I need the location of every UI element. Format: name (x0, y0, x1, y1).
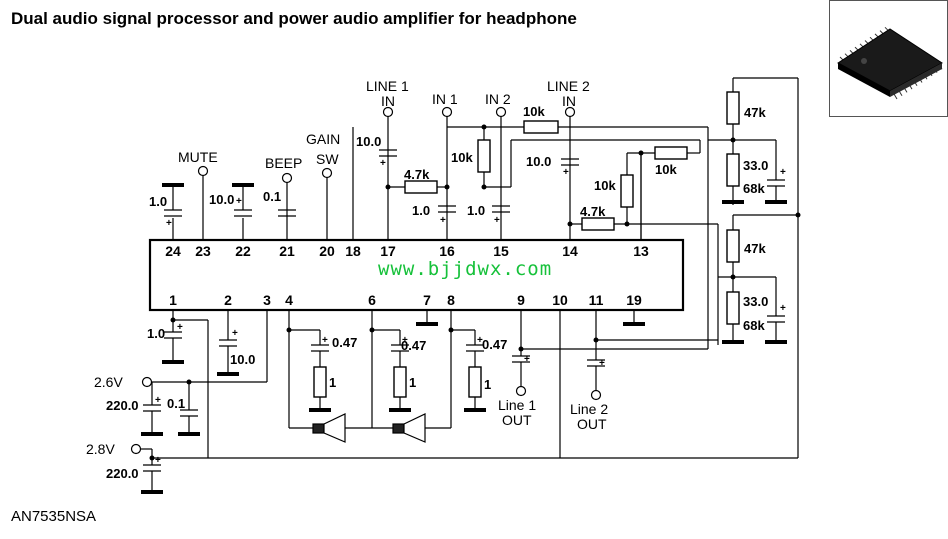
c-pin21-value: 0.1 (263, 189, 281, 204)
in2-label: IN 2 (485, 91, 511, 107)
pin-top-14: 14 (562, 243, 578, 259)
pin-top-15: 15 (493, 243, 509, 259)
svg-text:+: + (380, 158, 386, 169)
pin-top-18: 18 (345, 243, 361, 259)
terminal-circle-icon (130, 106, 602, 455)
svg-text:+: + (322, 335, 328, 346)
pin-top-21: 21 (279, 243, 295, 259)
line1-out-label-2: OUT (502, 412, 532, 428)
svg-text:+: + (780, 167, 786, 178)
line2-in-label: LINE 2 (547, 78, 590, 94)
r-68k-bot-value: 68k (743, 318, 765, 333)
c-220-b-value: 220.0 (106, 466, 139, 481)
pin-top-17: 17 (380, 243, 396, 259)
c-pin1-value: 1.0 (147, 326, 165, 341)
pin-bottom-10: 10 (552, 292, 568, 308)
speaker-icon (312, 413, 426, 443)
r-10k-a-value: 10k (451, 150, 473, 165)
r-10k-top-value: 10k (523, 104, 545, 119)
mute-label: MUTE (178, 149, 218, 165)
pin-bottom-2: 2 (224, 292, 232, 308)
r-47k-bot-value: 47k (744, 241, 766, 256)
svg-text:+: + (494, 215, 500, 226)
beep-label: BEEP (265, 155, 302, 171)
svg-text:+: + (599, 358, 605, 369)
pin-bottom-6: 6 (368, 292, 376, 308)
svg-text:+: + (563, 167, 569, 178)
r-10k-b-value: 10k (594, 178, 616, 193)
c-pin15-value: 1.0 (467, 203, 485, 218)
r-4k7-b-value: 4.7k (580, 204, 606, 219)
line1-out-label: Line 1 (498, 397, 536, 413)
line1-in-label: LINE 1 (366, 78, 409, 94)
pin-bottom-8: 8 (447, 292, 455, 308)
svg-text:+: + (177, 322, 183, 333)
c-line1-value: 10.0 (356, 134, 381, 149)
line2-out-label: Line 2 (570, 401, 608, 417)
svg-text:+: + (780, 303, 786, 314)
ground-bar-icon (141, 183, 787, 494)
polarity-marks: + + + + + + + + + + + + + + + + + (155, 158, 786, 466)
c-047-b-value: 0.47 (401, 338, 426, 353)
gain-sw-label: SW (316, 151, 339, 167)
c-220-a-value: 220.0 (106, 398, 139, 413)
c-line2-value: 10.0 (526, 154, 551, 169)
c-33-bot-value: 33.0 (743, 294, 768, 309)
line2-in-label-2: IN (562, 93, 576, 109)
pin-top-13: 13 (633, 243, 649, 259)
ic-body (148, 238, 685, 312)
svg-text:+: + (524, 354, 530, 365)
pin-bottom-4: 4 (285, 292, 293, 308)
r-1-a-value: 1 (329, 375, 336, 390)
r-1-c-value: 1 (484, 377, 491, 392)
resistors (313, 91, 740, 398)
chip-package-icon (837, 26, 943, 100)
line2-out-label-2: OUT (577, 416, 607, 432)
pin-top-24: 24 (165, 243, 181, 259)
c-pin22-value: 10.0 (209, 192, 234, 207)
r-47k-top-value: 47k (744, 105, 766, 120)
c-33-top-value: 33.0 (743, 158, 768, 173)
c-01-b-value: 0.1 (167, 396, 185, 411)
r-4k7-a-value: 4.7k (404, 167, 430, 182)
c-047-a-value: 0.47 (332, 335, 357, 350)
pin-top-20: 20 (319, 243, 335, 259)
page-title: Dual audio signal processor and power au… (11, 9, 577, 28)
watermark-text: www.bjjdwx.com (378, 258, 553, 280)
svg-text:+: + (155, 455, 161, 466)
pin-bottom-7: 7 (423, 292, 431, 308)
v26-label: 2.6V (94, 374, 123, 390)
in1-label: IN 1 (432, 91, 458, 107)
svg-text:+: + (477, 335, 483, 346)
line1-in-label-2: IN (381, 93, 395, 109)
svg-text:+: + (440, 215, 446, 226)
svg-text:+: + (155, 395, 161, 406)
svg-text:+: + (402, 335, 408, 346)
pin-bottom-11: 11 (589, 292, 604, 308)
pin-bottom-19: 19 (626, 292, 642, 308)
c-pin16-value: 1.0 (412, 203, 430, 218)
c-047-c-value: 0.47 (482, 337, 507, 352)
v28-label: 2.8V (86, 441, 115, 457)
part-number: AN7535NSA (11, 508, 97, 525)
wires (141, 77, 799, 490)
pin-top-22: 22 (235, 243, 251, 259)
r-10k-c-value: 10k (655, 162, 677, 177)
pin-bottom-1: 1 (169, 292, 177, 308)
pin-bottom-3: 3 (263, 292, 271, 308)
svg-text:+: + (166, 218, 172, 229)
pin-top-16: 16 (439, 243, 455, 259)
svg-text:+: + (236, 196, 242, 207)
pin-bottom-9: 9 (517, 292, 525, 308)
svg-text:+: + (232, 328, 238, 339)
gain-label: GAIN (306, 131, 340, 147)
c-pin2-value: 10.0 (230, 352, 255, 367)
r-1-b-value: 1 (409, 375, 416, 390)
pin-top-23: 23 (195, 243, 211, 259)
junction-dots (149, 124, 801, 461)
c-pin24-value: 1.0 (149, 194, 167, 209)
r-68k-top-value: 68k (743, 181, 765, 196)
